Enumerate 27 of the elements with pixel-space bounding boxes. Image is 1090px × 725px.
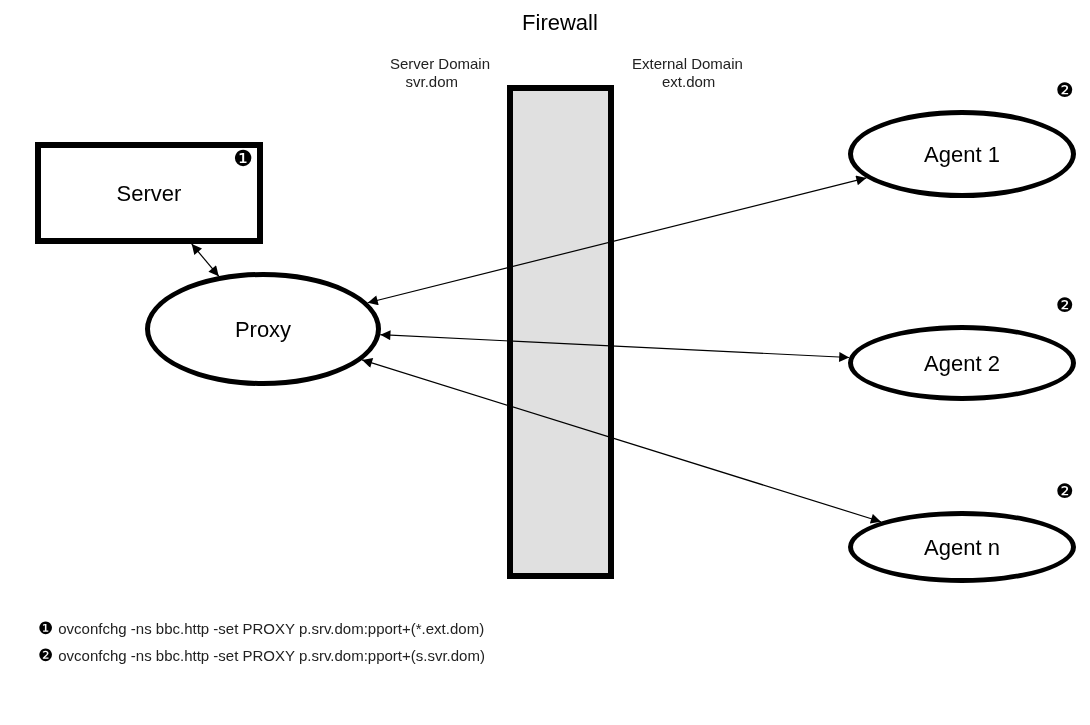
node-label: Agent 2 xyxy=(924,349,1000,378)
callout-number: ❷ xyxy=(1056,80,1074,100)
firewall-title: Firewall xyxy=(521,12,599,34)
node-label: Agent n xyxy=(924,533,1000,562)
domain-name: ext.dom xyxy=(661,73,716,91)
node-label: Agent 1 xyxy=(924,140,1000,169)
node-label: Server xyxy=(116,179,182,208)
server-box xyxy=(35,142,263,244)
double-arrow xyxy=(361,358,882,524)
command-note: ovconfchg -ns bbc.http -set PROXY p.srv.dom:pport+(s.svr.dom) xyxy=(58,648,485,663)
domain-label: External Domain xyxy=(632,55,743,73)
double-arrow xyxy=(367,175,867,306)
callout-number: ❷ xyxy=(38,647,54,664)
double-arrow xyxy=(379,330,850,362)
ellipse-node xyxy=(848,110,1076,198)
callout-number: ❷ xyxy=(1056,295,1074,315)
ellipse-node xyxy=(848,325,1076,401)
ellipse-node xyxy=(145,272,381,386)
ellipse-node xyxy=(848,511,1076,583)
domain-name: svr.dom xyxy=(405,73,459,91)
command-note: ovconfchg -ns bbc.http -set PROXY p.srv.dom:pport+(*.ext.dom) xyxy=(58,621,485,636)
callout-number: ❶ xyxy=(38,620,54,637)
domain-label: Server Domain xyxy=(389,55,490,73)
callout-number: ❷ xyxy=(1056,481,1074,501)
callout-number: ❶ xyxy=(233,148,253,170)
node-label: Proxy xyxy=(234,315,292,344)
double-arrow xyxy=(191,243,220,277)
